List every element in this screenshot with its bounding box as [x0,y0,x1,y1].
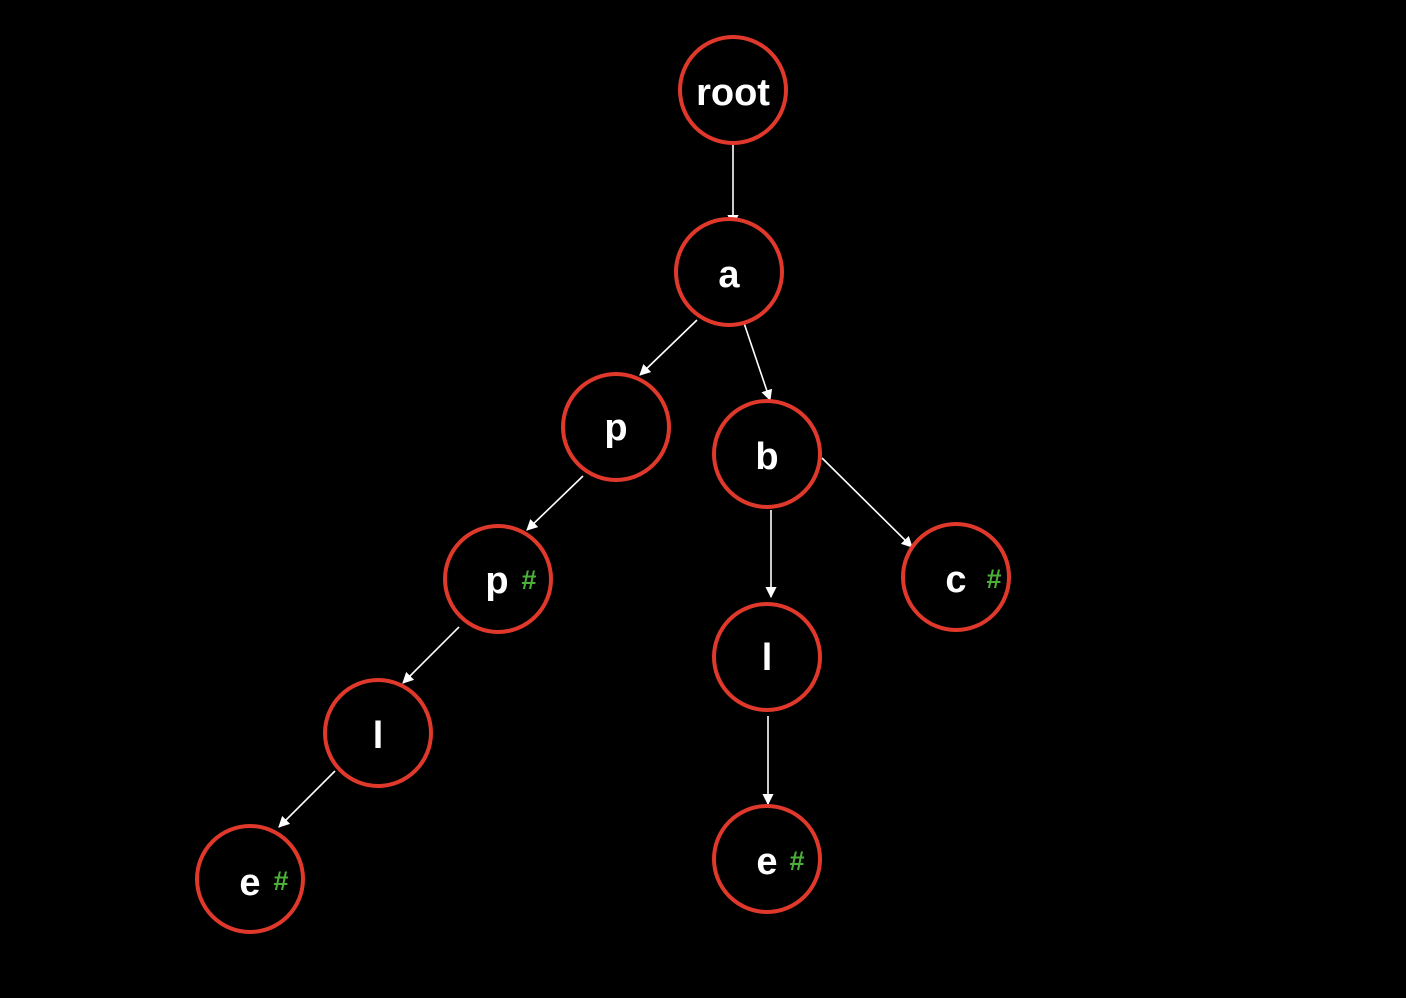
node-circle [561,372,671,482]
node-label: l [373,715,384,757]
node-circle [712,602,822,712]
end-of-word-mark: # [986,564,1001,594]
node-e2: e # [712,804,822,914]
node-e1: e # [195,824,305,934]
node-circle [674,217,784,327]
nodes-layer: root a p b p # c # l [195,35,1011,934]
end-of-word-mark: # [273,866,288,896]
node-label: b [755,436,778,478]
edge-p1-p2 [526,475,584,531]
node-p2: p # [443,524,553,634]
node-label: l [762,637,773,679]
node-label: p [604,407,627,449]
node-l1: l [323,678,433,788]
edge-a-p1 [639,319,698,376]
edge-a-b [742,319,773,402]
node-label: e [756,841,777,883]
node-p1: p [561,372,671,482]
edge-p2-l1 [402,626,460,684]
node-root: root [678,35,788,145]
node-label: a [718,254,740,296]
node-label: root [696,72,770,114]
node-b: b [712,399,822,509]
node-a: a [674,217,784,327]
node-circle [323,678,433,788]
node-circle [678,35,788,145]
end-of-word-mark: # [521,565,536,595]
node-circle [712,399,822,509]
node-circle [712,804,822,914]
end-of-word-mark: # [789,846,804,876]
node-circle [443,524,553,634]
edge-l1-e1 [278,770,336,828]
node-label: c [945,559,966,601]
edges-layer [278,145,913,828]
node-label: e [239,862,260,904]
node-label: p [485,560,508,602]
edge-b-c [821,457,913,548]
node-circle [195,824,305,934]
node-circle [901,522,1011,632]
node-l2: l [712,602,822,712]
node-c: c # [901,522,1011,632]
